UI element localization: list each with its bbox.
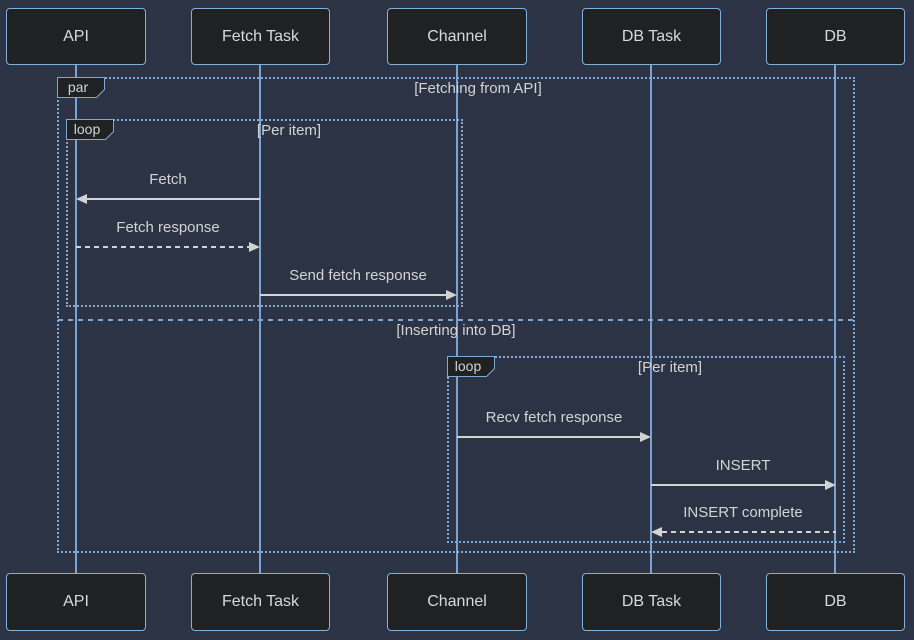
- loop-label-fetch: loop: [66, 119, 114, 140]
- actor-fetch-task-bottom: Fetch Task: [191, 573, 330, 631]
- par-section-title-2: [Inserting into DB]: [396, 322, 516, 339]
- par-label-text: par: [67, 79, 89, 95]
- actor-db-top: DB: [766, 8, 905, 65]
- actor-db-task-top: DB Task: [582, 8, 721, 65]
- loop-frame-insert: [447, 356, 845, 543]
- arrowhead-icon: [640, 432, 651, 442]
- loop-frame-fetch: [66, 119, 463, 307]
- message-line-send-fetch-response: [260, 294, 446, 296]
- actor-api-bottom: API: [6, 573, 146, 631]
- message-label-recv-fetch-response: Recv fetch response: [485, 409, 623, 426]
- arrowhead-icon: [446, 290, 457, 300]
- actor-fetch-task-top: Fetch Task: [191, 8, 330, 65]
- arrowhead-icon: [76, 194, 87, 204]
- message-line-fetch: [87, 198, 260, 200]
- message-label-fetch-response: Fetch response: [116, 219, 220, 236]
- message-label-send-fetch-response: Send fetch response: [289, 267, 427, 284]
- message-line-recv-fetch-response: [457, 436, 640, 438]
- arrowhead-icon: [249, 242, 260, 252]
- actor-channel-bottom: Channel: [387, 573, 527, 631]
- par-section-title-1: [Fetching from API]: [414, 80, 542, 97]
- par-section-divider: [58, 319, 854, 321]
- loop-label-insert: loop: [447, 356, 495, 377]
- arrowhead-icon: [825, 480, 836, 490]
- actor-api-top: API: [6, 8, 146, 65]
- message-line-insert-complete: [662, 531, 836, 533]
- message-label-insert-complete: INSERT complete: [683, 504, 803, 521]
- par-label: par: [57, 77, 105, 98]
- par-frame: [57, 77, 855, 553]
- loop-label-text: loop: [454, 358, 482, 374]
- message-label-fetch: Fetch: [149, 171, 187, 188]
- actor-channel-top: Channel: [387, 8, 527, 65]
- arrowhead-icon: [651, 527, 662, 537]
- message-label-insert: INSERT: [715, 457, 771, 474]
- actor-db-bottom: DB: [766, 573, 905, 631]
- frame-label-shape: [57, 77, 105, 98]
- loop-condition-insert: [Per item]: [637, 359, 703, 376]
- loop-label-text: loop: [73, 121, 101, 137]
- frame-label-shape: [66, 119, 114, 140]
- message-line-insert: [651, 484, 825, 486]
- actor-db-task-bottom: DB Task: [582, 573, 721, 631]
- loop-condition-fetch: [Per item]: [256, 122, 322, 139]
- message-line-fetch-response: [76, 246, 249, 248]
- frame-label-shape: [447, 356, 495, 377]
